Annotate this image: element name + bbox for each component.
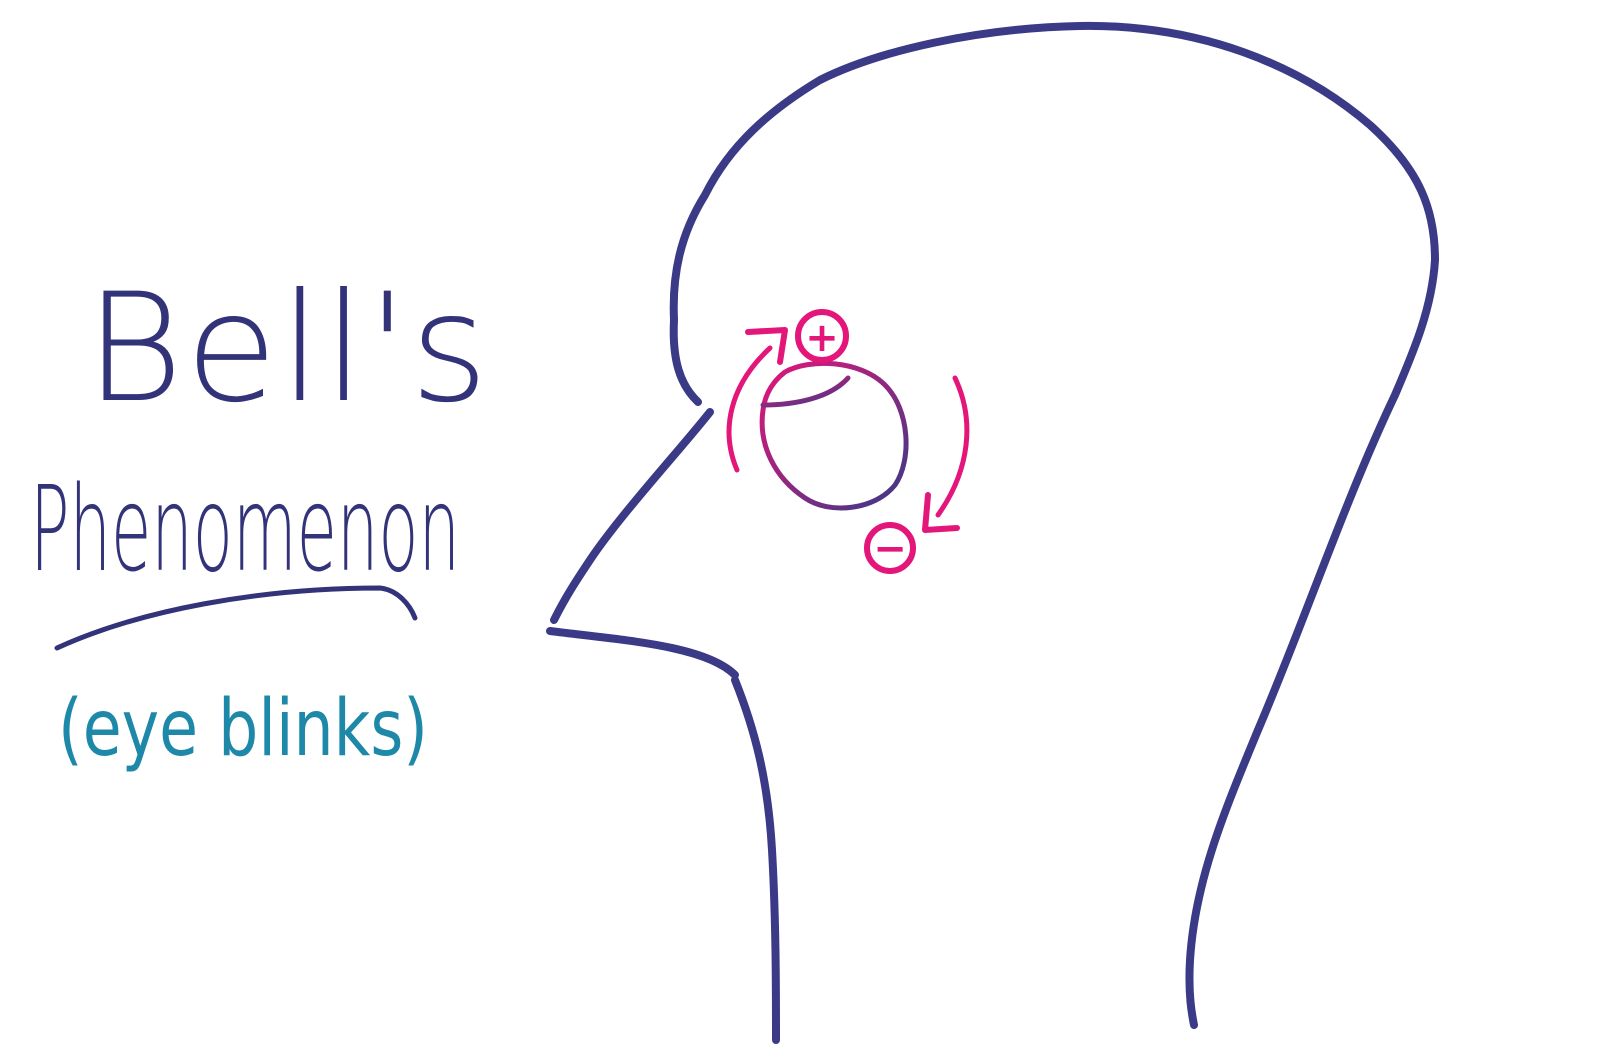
under-nose-line: [546, 627, 739, 679]
title-line-2: Phenomenon: [30, 460, 460, 598]
title-underline: [54, 585, 418, 651]
neck-line: [731, 676, 780, 1044]
subtitle: (eye blinks): [58, 684, 428, 774]
upward-arrow: [726, 345, 773, 473]
title-line-1: Bell's: [85, 262, 490, 436]
eyelid-line: [760, 375, 851, 408]
upward-arrowhead: [745, 327, 788, 365]
nose-line: [550, 408, 714, 624]
plus-sign: +: [805, 315, 839, 361]
minus-circle: [864, 522, 916, 574]
downward-arrowhead: [922, 492, 960, 533]
plus-circle: [795, 309, 849, 363]
downward-arrow: [935, 375, 970, 518]
head-outline: [669, 21, 1439, 1029]
eye-circle: [759, 360, 909, 511]
minus-sign: −: [873, 526, 907, 572]
